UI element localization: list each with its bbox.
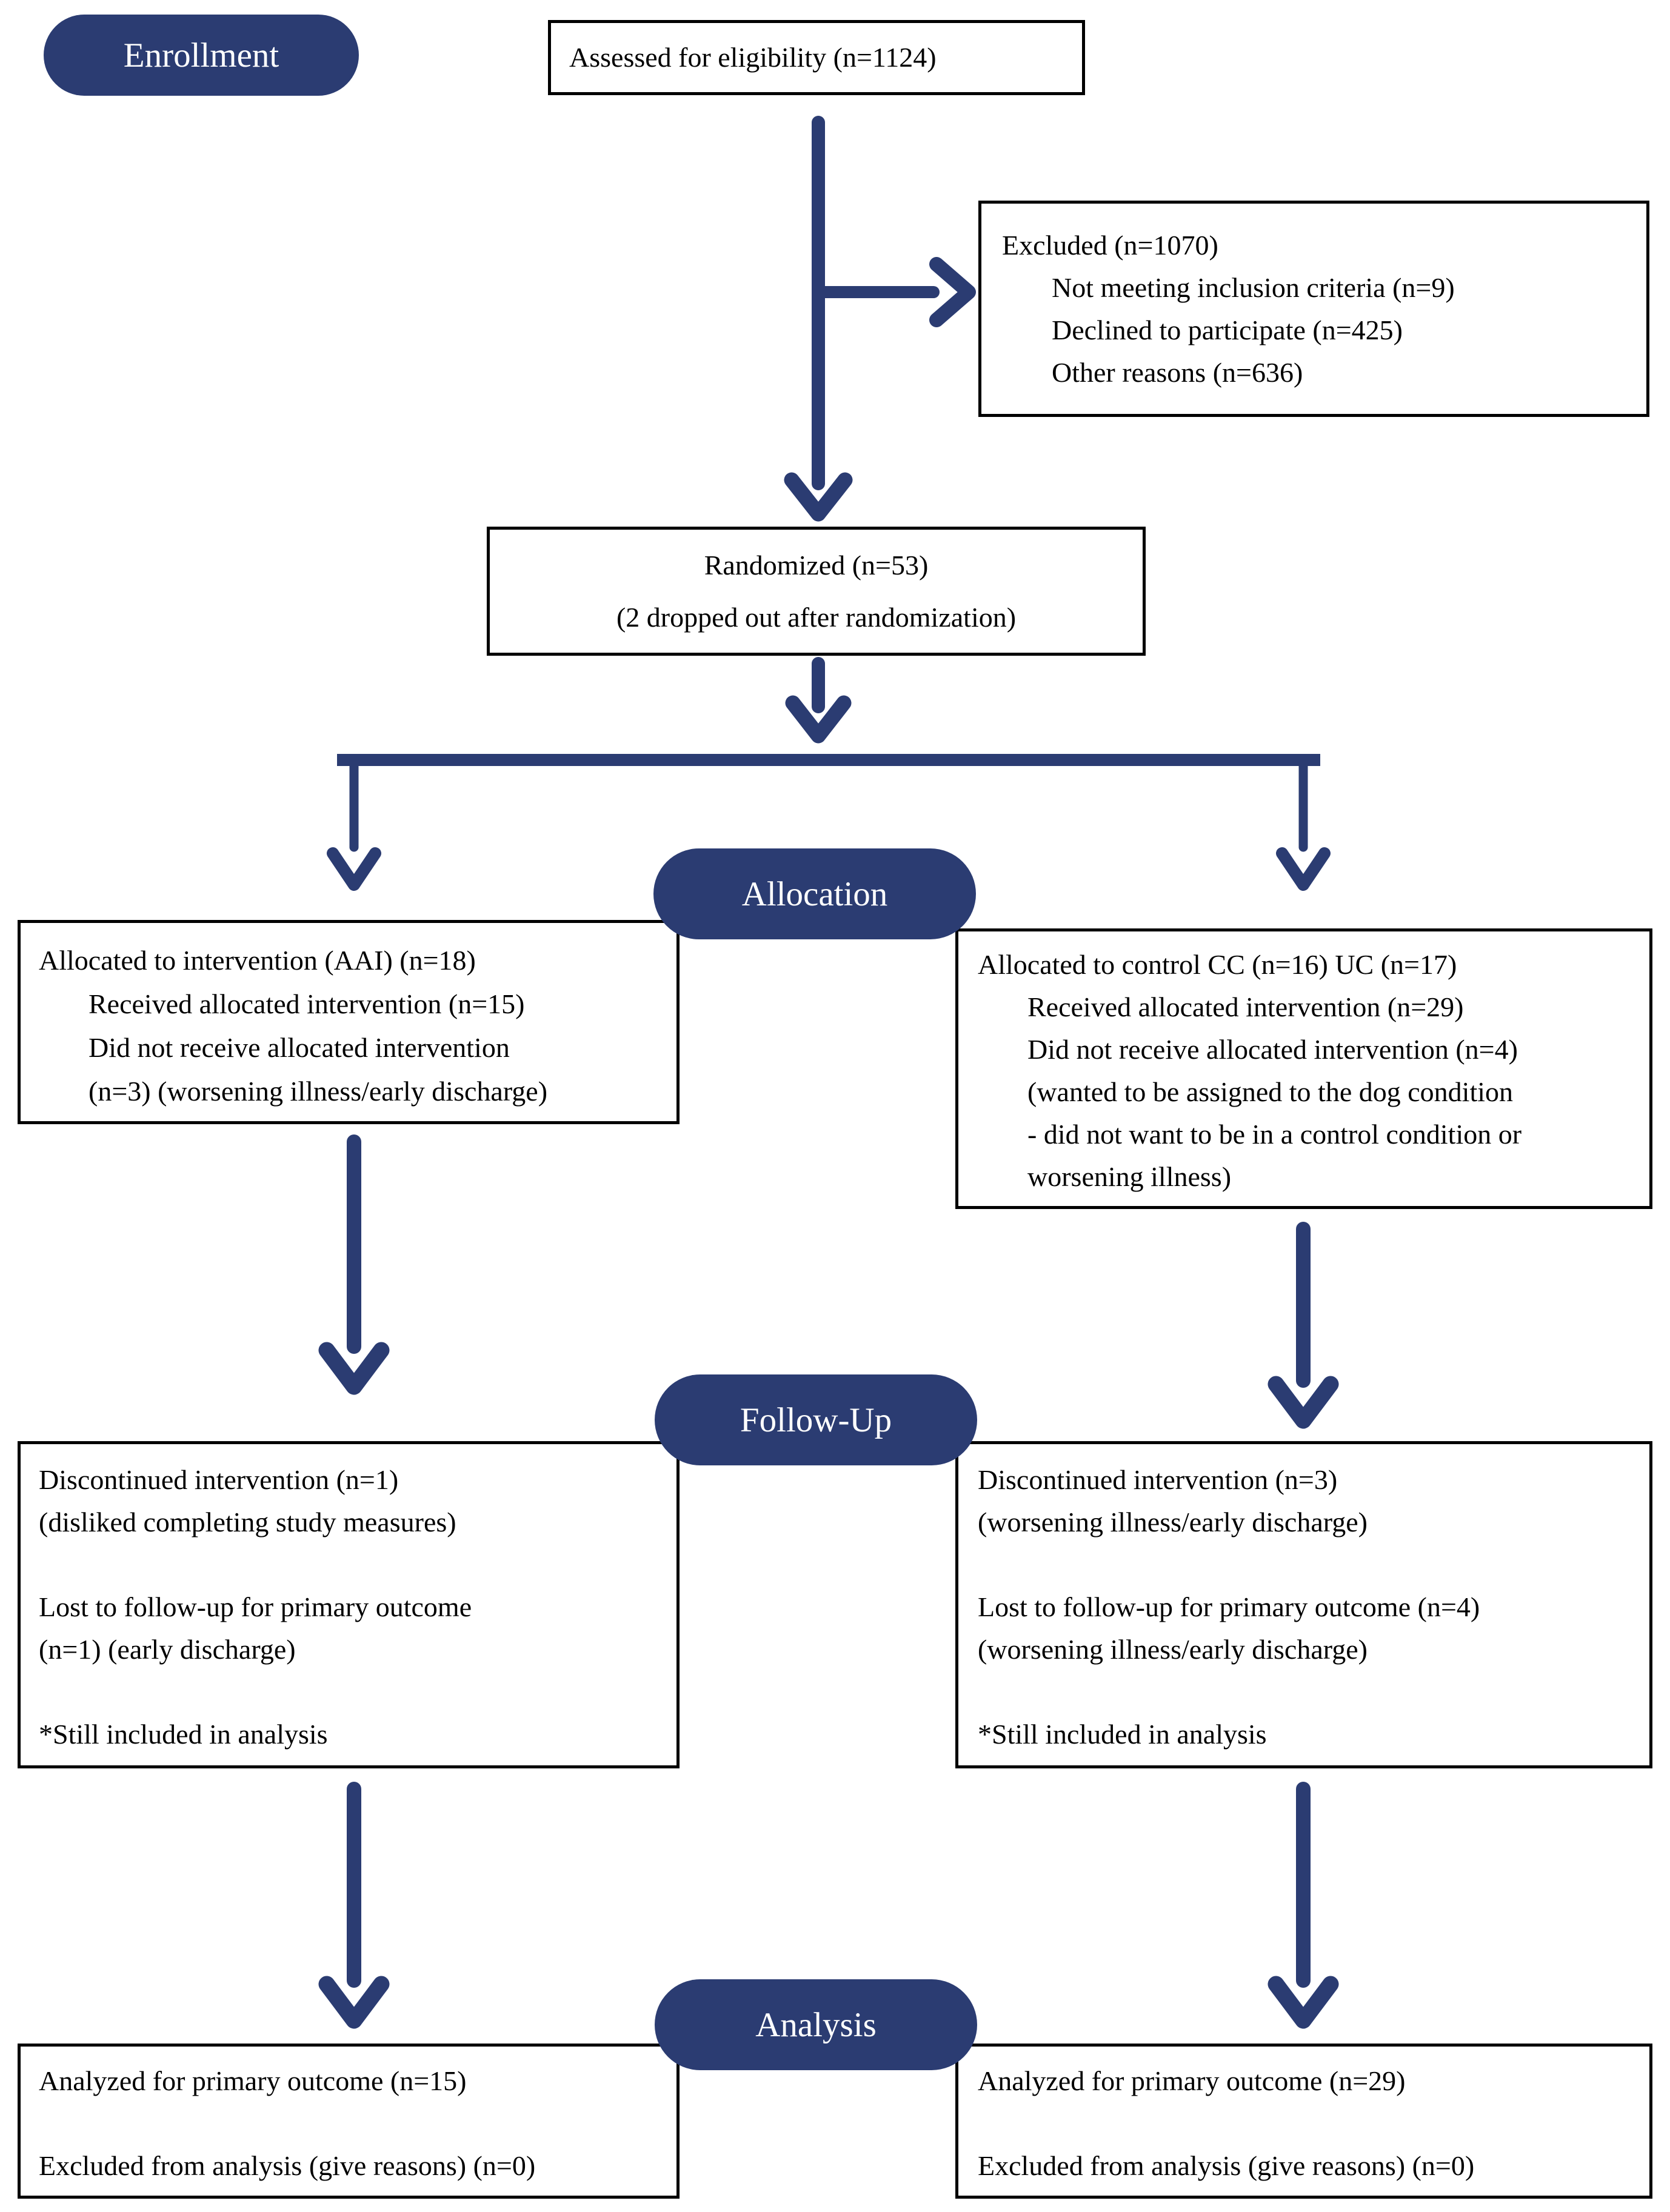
- stage-badge-analysis-label: Analysis: [755, 2005, 877, 2044]
- fu-int-line: Discontinued intervention (n=1): [39, 1464, 399, 1495]
- alloc-ctrl-line: - did not want to be in a control condit…: [1027, 1119, 1522, 1150]
- excluded-box: Excluded (n=1070) Not meeting inclusion …: [978, 201, 1649, 417]
- allocated-control-box: Allocated to control CC (n=16) UC (n=17)…: [955, 928, 1652, 1209]
- fu-ctrl-line: (worsening illness/early discharge): [978, 1634, 1368, 1665]
- alloc-ctrl-line: Allocated to control CC (n=16) UC (n=17): [978, 949, 1457, 980]
- an-ctrl-line: Excluded from analysis (give reasons) (n…: [978, 2150, 1475, 2181]
- stage-badge-enrollment-label: Enrollment: [123, 36, 279, 75]
- stage-badge-followup-label: Follow-Up: [740, 1401, 892, 1439]
- stage-badge-followup: Follow-Up: [655, 1374, 977, 1465]
- arrow-to-excluded-head: [929, 257, 976, 327]
- branch-left-head: [327, 847, 381, 891]
- assessed-for-eligibility-box: Assessed for eligibility (n=1124): [548, 20, 1085, 95]
- stage-badge-analysis: Analysis: [655, 1979, 977, 2070]
- alloc-int-line: Did not receive allocated intervention: [89, 1032, 510, 1063]
- arrow-followup-ctrl-to-analysis-head: [1268, 1976, 1339, 2029]
- randomized-box: Randomized (n=53) (2 dropped out after r…: [487, 527, 1146, 656]
- arrow-assessed-to-randomized-head: [784, 472, 853, 522]
- an-int-line: Excluded from analysis (give reasons) (n…: [39, 2150, 536, 2181]
- excluded-reason-line: Not meeting inclusion criteria (n=9): [1052, 272, 1455, 303]
- fu-ctrl-line: Lost to follow-up for primary outcome (n…: [978, 1591, 1480, 1622]
- arrow-followup-int-to-analysis-head: [318, 1976, 390, 2029]
- fu-int-line: (disliked completing study measures): [39, 1507, 456, 1537]
- fu-int-line: *Still included in analysis: [39, 1719, 328, 1750]
- alloc-ctrl-line: (wanted to be assigned to the dog condit…: [1027, 1076, 1514, 1107]
- fu-int-line: (n=1) (early discharge): [39, 1634, 296, 1665]
- excluded-reason-line: Other reasons (n=636): [1052, 357, 1303, 388]
- fu-ctrl-line: Discontinued intervention (n=3): [978, 1464, 1338, 1495]
- alloc-int-line: Allocated to intervention (AAI) (n=18): [39, 945, 476, 976]
- excluded-total-line: Excluded (n=1070): [1002, 230, 1218, 261]
- stage-badge-enrollment: Enrollment: [44, 15, 359, 96]
- stage-badge-allocation: Allocation: [653, 848, 976, 939]
- alloc-ctrl-line: Received allocated intervention (n=29): [1027, 991, 1464, 1022]
- analysis-intervention-box: Analyzed for primary outcome (n=15) Excl…: [18, 2044, 680, 2199]
- followup-control-box: Discontinued intervention (n=3) (worseni…: [955, 1441, 1652, 1768]
- branch-right-head: [1276, 847, 1331, 891]
- fu-ctrl-line: (worsening illness/early discharge): [978, 1507, 1368, 1537]
- allocated-intervention-box: Allocated to intervention (AAI) (n=18) R…: [18, 920, 680, 1124]
- stage-badge-allocation-label: Allocation: [741, 874, 888, 913]
- arrow-alloc-ctrl-to-followup-head: [1268, 1376, 1339, 1429]
- alloc-ctrl-line: Did not receive allocated intervention (…: [1027, 1034, 1518, 1065]
- arrow-alloc-int-to-followup-head: [318, 1342, 390, 1395]
- followup-intervention-box: Discontinued intervention (n=1) (dislike…: [18, 1441, 680, 1768]
- alloc-int-line: (n=3) (worsening illness/early discharge…: [89, 1076, 548, 1107]
- randomized-dropout-line: (2 dropped out after randomization): [616, 601, 1017, 633]
- fu-ctrl-line: *Still included in analysis: [978, 1719, 1267, 1750]
- excluded-reason-line: Declined to participate (n=425): [1052, 315, 1403, 345]
- alloc-ctrl-line: worsening illness): [1027, 1161, 1232, 1192]
- assessed-line: Assessed for eligibility (n=1124): [569, 42, 937, 73]
- fu-int-line: Lost to follow-up for primary outcome: [39, 1591, 472, 1622]
- an-ctrl-line: Analyzed for primary outcome (n=29): [978, 2065, 1406, 2096]
- alloc-int-line: Received allocated intervention (n=15): [89, 988, 525, 1019]
- randomized-count-line: Randomized (n=53): [704, 549, 929, 581]
- analysis-control-box: Analyzed for primary outcome (n=29) Excl…: [955, 2044, 1652, 2199]
- an-int-line: Analyzed for primary outcome (n=15): [39, 2065, 467, 2096]
- arrow-randomized-to-branch-head: [785, 695, 852, 744]
